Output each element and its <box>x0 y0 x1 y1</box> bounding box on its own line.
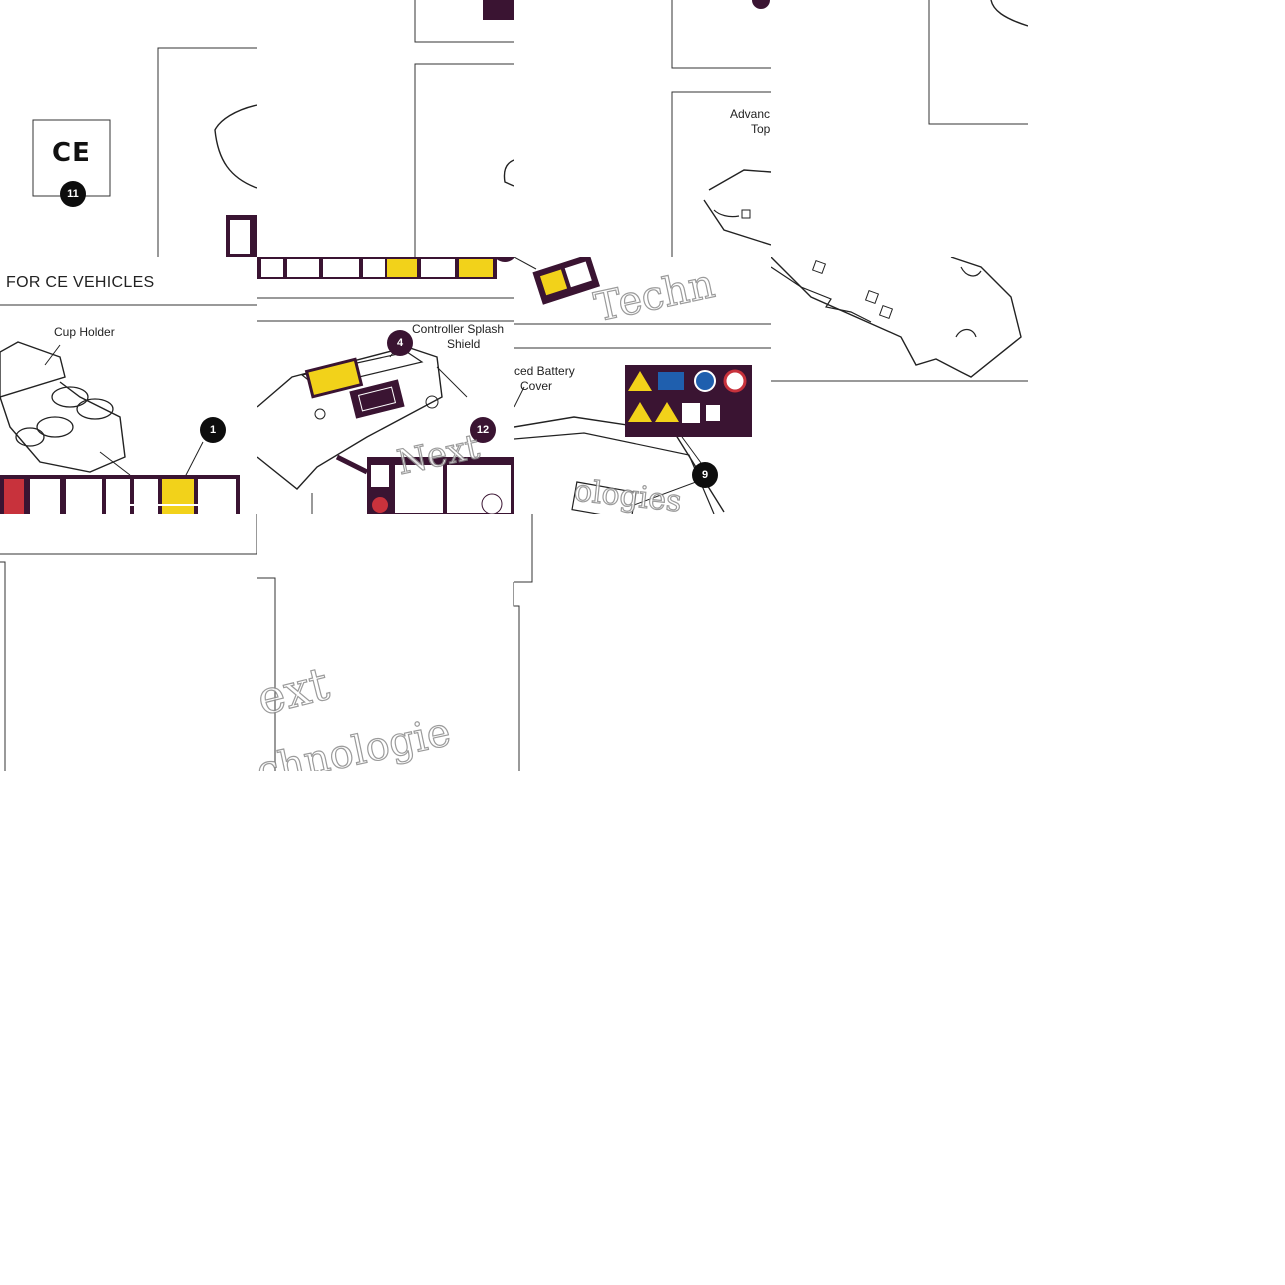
battery-frame-tile <box>514 514 771 771</box>
watermark-tile: ext chnologie <box>257 514 514 771</box>
section-heading: FOR CE VEHICLES <box>6 274 155 291</box>
battery-cover-label-line2: Cover <box>520 379 553 393</box>
body-shell-top-lines <box>928 0 1028 125</box>
advanced-top-lines <box>671 0 771 257</box>
ce-symbol: CE <box>52 138 91 168</box>
body-shell-tile <box>771 257 1028 514</box>
callout-11-badge: 11 <box>60 181 86 207</box>
callout-9-badge: 9 <box>692 462 718 488</box>
callout-4-badge: 4 <box>387 330 413 356</box>
frame-edge-lines <box>0 514 257 771</box>
advanced-label-line1: Advanc <box>730 107 771 121</box>
ce-mark-tile: CE 11 <box>0 0 257 257</box>
advanced-label-line2: Top <box>751 122 771 136</box>
cup-holder-tile: FOR CE VEHICLES Cup Holder 1 <box>0 257 257 514</box>
controller-shield-label-line1: Controller Splash <box>412 322 505 336</box>
callout-1-badge: 1 <box>200 417 226 443</box>
battery-cover-label-line1: ced Battery <box>514 364 575 378</box>
drop-tile-lines <box>414 0 514 257</box>
cup-holder-drawing <box>0 304 257 514</box>
callout-5-badge: 5 <box>492 257 514 262</box>
ce-mark-frame <box>32 47 257 257</box>
battery-frame-lines <box>514 514 533 771</box>
frame-edge-tile <box>0 514 257 771</box>
body-shell-drawing <box>771 257 1028 382</box>
watermark-frame-lines <box>257 577 514 771</box>
cup-holder-label: Cup Holder <box>54 325 115 339</box>
body-shell-tile-top <box>771 0 1028 257</box>
drop-tile-top <box>257 0 514 257</box>
controller-shield-label-line2: Shield <box>447 337 481 351</box>
controller-shield-drawing <box>257 257 514 514</box>
callout-12-badge: 12 <box>470 417 496 443</box>
advanced-top-tile-left: Advanc Top <box>514 0 771 257</box>
battery-cover-tile: ced Battery Cover 9 Techn ologies <box>514 257 771 514</box>
controller-shield-tile: Controller Splash Shield 4 5 12 Next <box>257 257 514 514</box>
